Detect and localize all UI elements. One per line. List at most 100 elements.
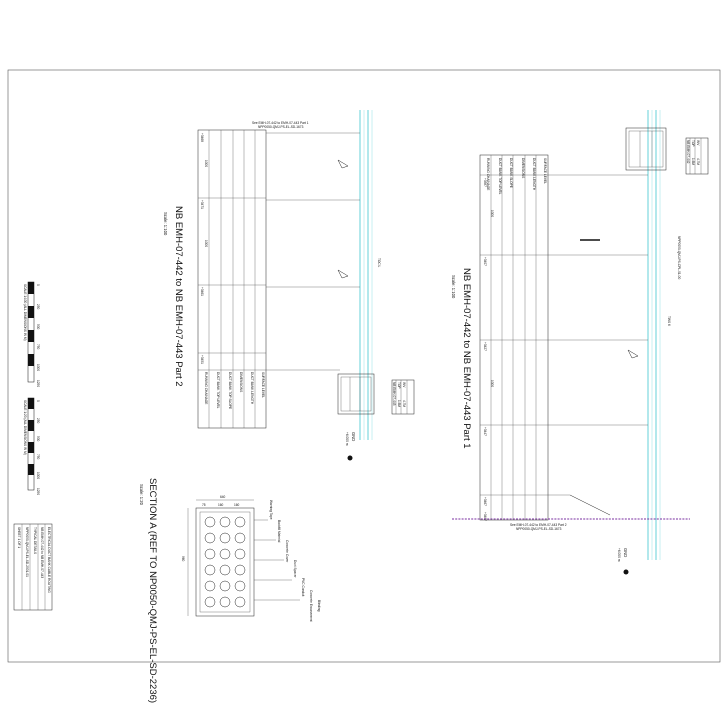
title-block-line: NB EMH-07-442 to NB EMH-07-443 (40, 527, 44, 578)
section-drawing: 640 75 160 160 960 (181, 495, 255, 617)
part2-chainage: +3451 (200, 355, 204, 364)
part1-row-label: RUNNING CHAINAGE (486, 158, 490, 190)
svg-text:1.6M: 1.6M (397, 400, 401, 407)
part1-row-label: DUCT BANK TOP LEVEL (498, 158, 502, 195)
slope-arrow-icon (627, 349, 639, 359)
part2-scale: Scale: 1:100 (163, 212, 168, 236)
sheet-border (7, 69, 721, 663)
part1-manhole (625, 127, 667, 171)
part2-row-label: DIMENSIONS (239, 372, 243, 392)
part1-chainage: +3427 (483, 342, 487, 351)
svg-text:NB EMH-07-442: NB EMH-07-442 (686, 140, 690, 164)
part1-length: 1000 (490, 380, 494, 387)
section-callout: Concrete Cover (285, 540, 289, 563)
level-marker-icon (347, 455, 353, 461)
sheet-label: SHEET 1 OF 1 (17, 527, 21, 548)
part2-row-label: DUCT BANK TOP SLOPE (228, 372, 232, 409)
section-callout: Duct Spacer (293, 560, 297, 578)
svg-text:1.6M: 1.6M (691, 158, 695, 165)
scale-tick: 1000 (36, 364, 40, 371)
part2-chainage: +3461 (200, 287, 204, 296)
part1-chainage: +3397 (483, 178, 487, 187)
profile-part2: SURFACE LEVEL DUCT BANK LENGTH DIMENSION… (163, 110, 415, 461)
svg-text:4.7M: 4.7M (402, 400, 406, 407)
title-block-line: TYPICAL DETAILS (33, 527, 37, 554)
section-width-dim: 640 (220, 495, 226, 499)
svg-text:TOP: TOP (691, 140, 695, 147)
section-callout: Blinding (317, 600, 321, 612)
section-title: SECTION A (REF TO NP0050-QMJ-PS-EL-SD-22… (147, 478, 158, 703)
part1-chainage: +3447 (483, 427, 487, 436)
svg-text:TOP: TOP (397, 382, 401, 389)
section-a: SECTION A (REF TO NP0050-QMJ-PS-EL-SD-22… (139, 478, 321, 703)
scale-tick: 500 (36, 436, 40, 442)
part1-scale: Scale: 1:100 (451, 275, 456, 299)
section-col-dim: 160 (218, 503, 224, 507)
slope-arrow-icon (337, 159, 349, 169)
part1-slope-label: TWS 6 (667, 316, 671, 326)
part2-table: SURFACE LEVEL DUCT BANK LENGTH DIMENSION… (197, 129, 267, 429)
part2-see-ref-dwg: NPP0050-QMJ-PS-EL-SD-1673 (258, 125, 304, 129)
part1-see-ref-dwg: NPP0050-QMJ-PS-EL-SD-1673 (516, 527, 562, 531)
section-scale: Scale: 1:20 (139, 484, 144, 506)
part1-chainage: +3407 (483, 257, 487, 266)
scale-tick: 250 (36, 418, 40, 424)
scale-tick: 750 (36, 454, 40, 460)
scale-tick: 0 (36, 284, 40, 286)
scale-tick: 0 (36, 400, 40, 402)
scale-bar-2: 0 250 500 750 1000 1250 SCALE 1:20 (ALL … (23, 397, 40, 495)
part1-row-label: DUCT BANK SLOPE (509, 158, 513, 188)
part1-gnd-level: +6.000 m (617, 548, 621, 562)
section-callout: Backfill Material (277, 520, 281, 543)
svg-text:NB EMH-07-443: NB EMH-07-443 (392, 382, 396, 406)
conduit-grid (204, 516, 246, 608)
part1-row-label: SURFACE LEVEL (543, 158, 547, 184)
part1-chainage: +3487 (483, 512, 487, 521)
part2-length: 1000 (204, 160, 208, 167)
section-callout: PVC Conduit (301, 578, 305, 597)
scale-tick: 250 (36, 304, 40, 310)
part2-row-label: DUCT BANK LENGTH (250, 372, 254, 405)
profile-part1: SURFACE LEVEL DUCT BANK LENGTH DIMENSION… (451, 110, 709, 575)
slope-arrow-icon (337, 269, 349, 279)
section-callouts: Warning Tape Backfill Material Concrete … (254, 500, 321, 622)
part2-see-ref: See EMH-07-442 to EMH-07-443 Part 1 (252, 121, 309, 125)
section-callout: Concrete Encasement (309, 590, 313, 622)
part2-gnd-level: +6.000 m (345, 432, 349, 446)
part2-chainage: +3471 (200, 200, 204, 209)
scale-tick: 500 (36, 324, 40, 330)
svg-text:4.7M: 4.7M (696, 158, 700, 165)
drawing-number: NPP0050-QMJ-PS-EL-SD-2001-01 (25, 527, 29, 577)
part1-riser-label: NPP0050-QMJ-PS-CPL-01-00 (677, 236, 681, 279)
part1-row-label: DUCT BANK LENGTH (532, 158, 536, 191)
part1-manhole-table: NB EMH-07-442 TOP 1.6M INV 4.7M (685, 137, 709, 175)
title-block: ELECTRICAL DUCT BANK CABLE ROUTING NB EM… (13, 523, 53, 611)
section-callout: Warning Tape (269, 500, 273, 520)
part1-title: NB EMH-07-442 to NB EMH-07-443 Part 1 (461, 268, 472, 449)
scale-tick: 750 (36, 344, 40, 350)
part1-see-ref: See EMH-07-442 to EMH-07-443 Part 2 (510, 523, 567, 527)
section-height-dim: 960 (181, 556, 185, 562)
scale-bar-label: SCALE 1:100 (ALL DIMENSIONS IN M) (23, 284, 27, 341)
part2-row-label: SURFACE LEVEL (261, 372, 265, 398)
section-col-dim: 160 (234, 503, 240, 507)
part2-manhole (337, 373, 375, 415)
scale-tick: 1250 (36, 380, 40, 387)
scale-tick: 1000 (36, 472, 40, 479)
section-col-dim: 75 (202, 503, 206, 507)
part1-gnd-label: GND (623, 548, 628, 557)
scale-tick: 1250 (36, 488, 40, 495)
part2-length: 1000 (204, 240, 208, 247)
part2-slope-label: TOC L (377, 258, 381, 268)
part2-chainage: +3468 (200, 133, 204, 142)
part1-row-label: DIMENSIONS (521, 158, 525, 178)
level-marker-icon (623, 569, 629, 575)
part2-manhole-table: NB EMH-07-443 TOP 1.6M INV 4.7M (391, 379, 415, 415)
part2-row-label: RUNNING CHAINAGE (204, 372, 208, 404)
part1-table: SURFACE LEVEL DUCT BANK LENGTH DIMENSION… (479, 154, 549, 521)
part2-title: NB EMH-07-442 to NB EMH-07-443 Part 2 (173, 206, 184, 387)
svg-text:INV: INV (402, 382, 406, 388)
title-block-line: ELECTRICAL DUCT BANK CABLE ROUTING (47, 527, 51, 593)
part1-chainage: +3467 (483, 497, 487, 506)
